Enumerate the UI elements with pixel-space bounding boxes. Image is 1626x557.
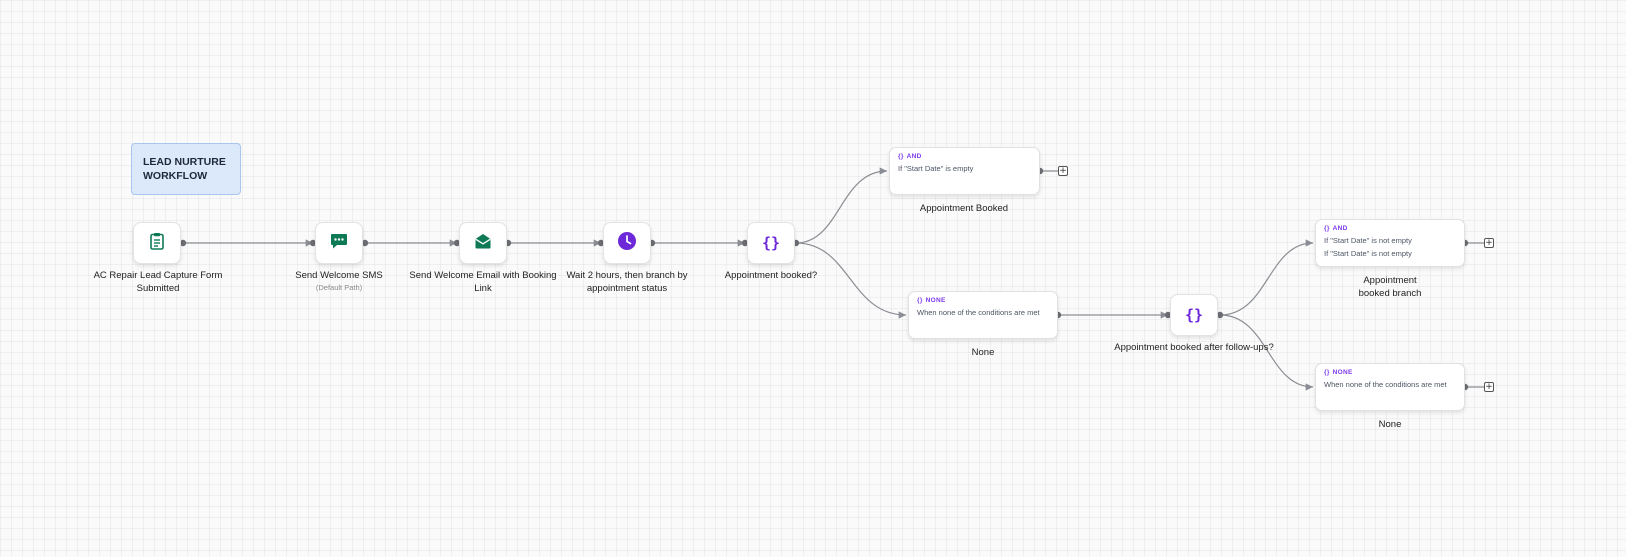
trigger-label: AC Repair Lead Capture Form Submitted xyxy=(93,270,223,294)
email-label: Send Welcome Email with Booking Link xyxy=(409,270,557,294)
condition2-node[interactable]: {} xyxy=(1170,294,1218,336)
curly-braces-icon: {} xyxy=(1184,306,1204,324)
add-step-button[interactable]: + xyxy=(1484,238,1494,248)
condition2-label: Appointment booked after follow-ups? xyxy=(1114,342,1274,353)
branch-label: None xyxy=(1378,419,1402,430)
sms-node[interactable] xyxy=(315,222,363,264)
workflow-title: LEAD NURTURE WORKFLOW xyxy=(131,143,241,195)
curly-braces-icon: {} xyxy=(917,297,923,304)
condition-text: If "Start Date" is not empty xyxy=(1324,249,1412,258)
edge-condition1-and xyxy=(795,167,888,244)
clipboard-icon xyxy=(149,232,165,255)
chat-message-icon xyxy=(330,232,348,255)
email-node[interactable] xyxy=(459,222,507,264)
branch-and-card[interactable]: {} AND If "Start Date" is not empty If "… xyxy=(1315,219,1465,267)
badge-label: AND xyxy=(1332,225,1348,232)
edge-condition1-none xyxy=(795,242,907,319)
branch-none-card[interactable]: {} NONE When none of the conditions are … xyxy=(1315,363,1465,411)
wait-node[interactable] xyxy=(603,222,651,264)
curly-braces-icon: {} xyxy=(761,234,781,252)
add-step-button[interactable]: + xyxy=(1058,166,1068,176)
edge-condition2-none xyxy=(1219,314,1314,391)
curly-braces-icon: {} xyxy=(1324,369,1330,376)
clock-icon xyxy=(617,231,637,256)
edge-condition2-and xyxy=(1219,239,1314,316)
and-badge: {} AND xyxy=(1324,225,1456,232)
wait-label: Wait 2 hours, then branch by appointment… xyxy=(566,270,688,294)
condition-text: If "Start Date" is empty xyxy=(898,164,974,173)
condition1-node[interactable]: {} xyxy=(747,222,795,264)
and-badge: {} AND xyxy=(898,153,1031,160)
badge-label: AND xyxy=(906,153,922,160)
branch-label: Appointment booked branch xyxy=(1358,275,1422,299)
condition1-label: Appointment booked? xyxy=(724,270,818,281)
open-envelope-icon xyxy=(474,232,492,255)
branch-none-card[interactable]: {} NONE When none of the conditions are … xyxy=(908,291,1058,339)
sms-title: Send Welcome SMS xyxy=(295,270,383,281)
add-step-button[interactable]: + xyxy=(1484,382,1494,392)
branch-label: Appointment Booked xyxy=(919,203,1009,214)
curly-braces-icon: {} xyxy=(898,153,904,160)
trigger-node[interactable] xyxy=(133,222,181,264)
condition-text: When none of the conditions are met xyxy=(917,308,1040,317)
condition-text: If "Start Date" is not empty xyxy=(1324,236,1412,245)
condition-text: When none of the conditions are met xyxy=(1324,380,1447,389)
sms-sublabel: (Default Path) xyxy=(315,283,363,292)
none-badge: {} NONE xyxy=(1324,369,1456,376)
badge-label: NONE xyxy=(1332,369,1353,376)
none-badge: {} NONE xyxy=(917,297,1049,304)
sms-label: Send Welcome SMS (Default Path) xyxy=(259,269,419,293)
curly-braces-icon: {} xyxy=(1324,225,1330,232)
branch-and-card[interactable]: {} AND If "Start Date" is empty xyxy=(889,147,1040,195)
badge-label: NONE xyxy=(925,297,946,304)
branch-label: None xyxy=(971,347,995,358)
